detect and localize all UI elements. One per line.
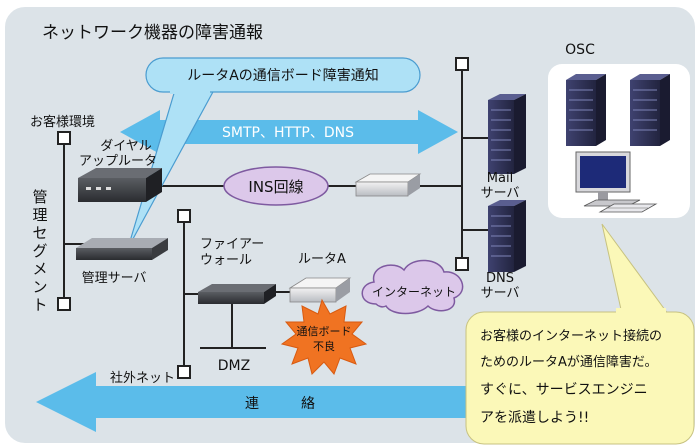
burst-icon [280, 298, 368, 375]
mail-server-label-line1: Mail [487, 171, 513, 186]
note-joint [616, 308, 666, 316]
mail-server-label-line2: サーバ [481, 186, 520, 201]
cloud-icon [361, 259, 464, 315]
dns-server-label-line1: DNS [486, 271, 514, 286]
fault-label-line1: 通信ボード [297, 325, 352, 338]
contact-arrow [36, 372, 470, 432]
dns-server-rack-icon [488, 200, 526, 272]
outside-net-label: 社外ネット [110, 370, 175, 386]
server-rack-icon-2 [630, 74, 670, 146]
protocol-label: SMTP、HTTP、DNS [222, 125, 354, 141]
note-bubble [465, 311, 695, 445]
router-a-label: ルータA [298, 252, 346, 267]
svg-text:理: 理 [32, 206, 47, 224]
firewall-label-line2: ウォール [200, 253, 252, 268]
mail-server-rack-icon [488, 94, 526, 174]
contact-label: 連 絡 [245, 396, 315, 412]
dialup-router-label-line1: ダイヤル [100, 139, 152, 154]
dns-server-label-line2: サーバ [481, 286, 520, 301]
svg-text:セ: セ [32, 224, 47, 242]
mgmt-segment-label: 管 理 セ グ メ ン ト [32, 188, 47, 314]
dmz-label: DMZ [218, 358, 250, 374]
router-icon [78, 168, 162, 202]
dialup-router-label-line2: アップルータ [79, 154, 157, 169]
callout-joint [170, 86, 210, 94]
firewall-icon [198, 284, 276, 304]
customer-env-label: お客様環境 [30, 114, 95, 130]
note-line-4: アを派遣しよう!! [480, 410, 589, 426]
svg-text:管: 管 [32, 188, 47, 206]
fault-label-line2: 不良 [313, 339, 335, 353]
modem-icon [354, 173, 422, 197]
server-rack-icon [566, 74, 606, 146]
ins-line-label: INS回線 [248, 178, 303, 196]
callout-text: ルータAの通信ボード障害通知 [187, 67, 379, 84]
mgmt-server-label: 管理サーバ [82, 271, 147, 286]
protocol-double-arrow [120, 110, 458, 154]
svg-text:ト: ト [32, 296, 47, 314]
workstation-icon [575, 151, 658, 213]
callout-bubble [145, 57, 421, 93]
ins-line-ellipse [223, 166, 329, 206]
router-a-icon [288, 277, 352, 303]
svg-text:グ: グ [32, 242, 47, 260]
internet-label: インターネット [372, 285, 456, 299]
server-unit-icon [76, 238, 168, 260]
diagram-title: ネットワーク機器の障害通報 [42, 23, 263, 43]
note-line-3: すぐに、サービスエンジニ [480, 382, 648, 398]
note-line-1: お客様のインターネット接続の [480, 328, 662, 344]
line-terminators [57, 57, 469, 379]
note-line-2: ためのルータAが通信障害だ。 [480, 354, 658, 370]
svg-text:ン: ン [32, 278, 47, 296]
firewall-label-line1: ファイアー [200, 237, 264, 252]
svg-text:メ: メ [32, 260, 47, 278]
osc-label: OSC [565, 42, 595, 58]
